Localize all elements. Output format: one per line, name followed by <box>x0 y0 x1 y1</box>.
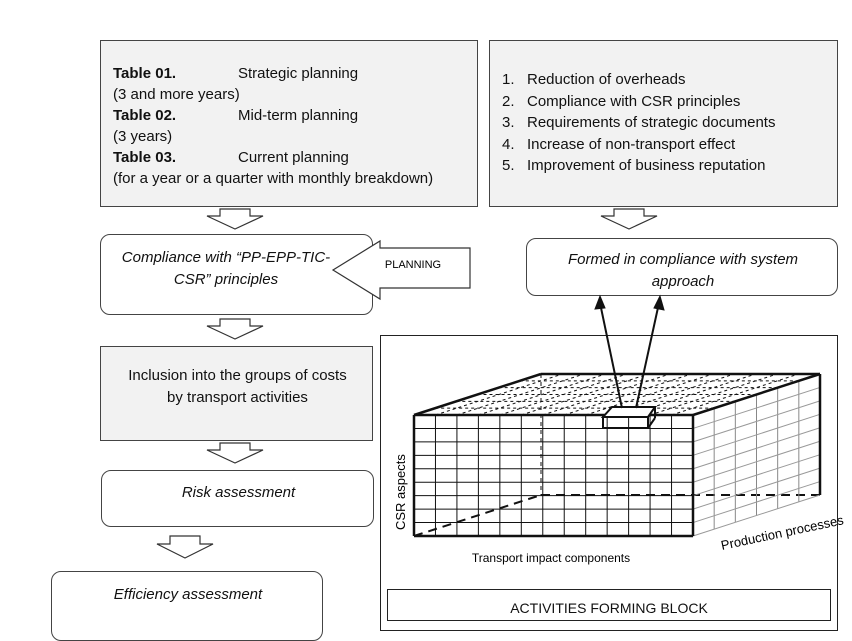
top-grid-line <box>671 373 799 416</box>
compliance-box: Compliance with “PP-EPP-TIC- CSR” princi… <box>100 234 373 315</box>
compliance-text: Compliance with “PP-EPP-TIC- CSR” princi… <box>121 249 331 288</box>
selected-cell-edge <box>647 417 656 429</box>
table-line: (3 and more years) <box>113 86 240 103</box>
goals-box: 1.Reduction of overheads 2.Compliance wi… <box>489 40 838 207</box>
top-grid-line <box>435 373 563 416</box>
side-grid-line <box>692 386 821 429</box>
side-grid-line <box>692 427 821 470</box>
activities-block-title-box: ACTIVITIES FORMING BLOCK <box>387 589 831 621</box>
table-line: Table 02.Mid-term planning <box>113 107 359 124</box>
selected-cell-top <box>600 406 657 418</box>
cube-edge <box>413 372 542 417</box>
down-arrow <box>206 208 264 230</box>
efficiency-assessment-box: Efficiency assessment <box>51 571 323 641</box>
pointer-arrow <box>635 302 660 409</box>
top-grid-line <box>521 373 649 416</box>
top-grid-line <box>628 373 756 416</box>
transport-impact-label: Transport impact components <box>472 551 630 565</box>
selected-cell-front <box>602 416 649 429</box>
arrowhead <box>594 294 606 310</box>
efficiency-assessment-text: Efficiency assessment <box>113 586 263 603</box>
formed-box: Formed in compliance with system approac… <box>526 238 838 296</box>
goals-list: 1.Reduction of overheads 2.Compliance wi… <box>502 69 775 177</box>
down-arrow <box>156 535 214 559</box>
activities-block-title: ACTIVITIES FORMING BLOCK <box>510 600 708 616</box>
pointer-arrow <box>599 302 623 409</box>
top-grid-line <box>478 373 606 416</box>
hidden-edge <box>413 494 542 537</box>
formed-text: Formed in compliance with system approac… <box>567 251 799 290</box>
down-arrow <box>206 442 264 464</box>
inclusion-text: Inclusion into the groups of costs by tr… <box>128 367 347 406</box>
production-processes-label: Production processes <box>720 512 846 553</box>
list-item: 4.Increase of non-transport effect <box>502 135 736 153</box>
table-line: (for a year or a quarter with monthly br… <box>113 170 434 187</box>
list-item: 2.Compliance with CSR principles <box>502 92 741 110</box>
risk-assessment-text: Risk assessment <box>181 484 296 501</box>
list-item: 5.Improvement of business reputation <box>502 157 766 174</box>
side-grid-line <box>692 440 821 483</box>
planning-arrow-label: PLANNING <box>385 259 441 271</box>
csr-aspects-label: CSR aspects <box>393 454 408 530</box>
cube-3d <box>412 294 822 538</box>
side-grid-line <box>692 467 821 510</box>
arrowhead <box>653 294 665 311</box>
list-item: 1.Reduction of overheads <box>502 71 686 88</box>
side-grid-line <box>692 400 821 443</box>
side-grid-line <box>692 454 821 497</box>
list-item: 3.Requirements of strategic documents <box>502 114 776 131</box>
table-line: (3 years) <box>113 128 173 145</box>
down-arrow <box>600 208 658 230</box>
inclusion-box: Inclusion into the groups of costs by tr… <box>100 346 373 441</box>
side-grid-line <box>692 413 821 456</box>
planning-arrow <box>331 239 471 301</box>
top-grid-line <box>585 373 713 416</box>
table-line: Table 01.Strategic planning <box>113 65 359 82</box>
down-arrow <box>206 318 264 340</box>
side-grid-line <box>692 481 821 524</box>
cube-edge <box>692 372 821 417</box>
risk-assessment-box: Risk assessment <box>101 470 374 527</box>
table-line: Table 03.Current planning <box>113 149 349 166</box>
planning-tables-box: Table 01.Strategic planning (3 and more … <box>100 40 478 207</box>
side-grid-line <box>692 494 821 537</box>
